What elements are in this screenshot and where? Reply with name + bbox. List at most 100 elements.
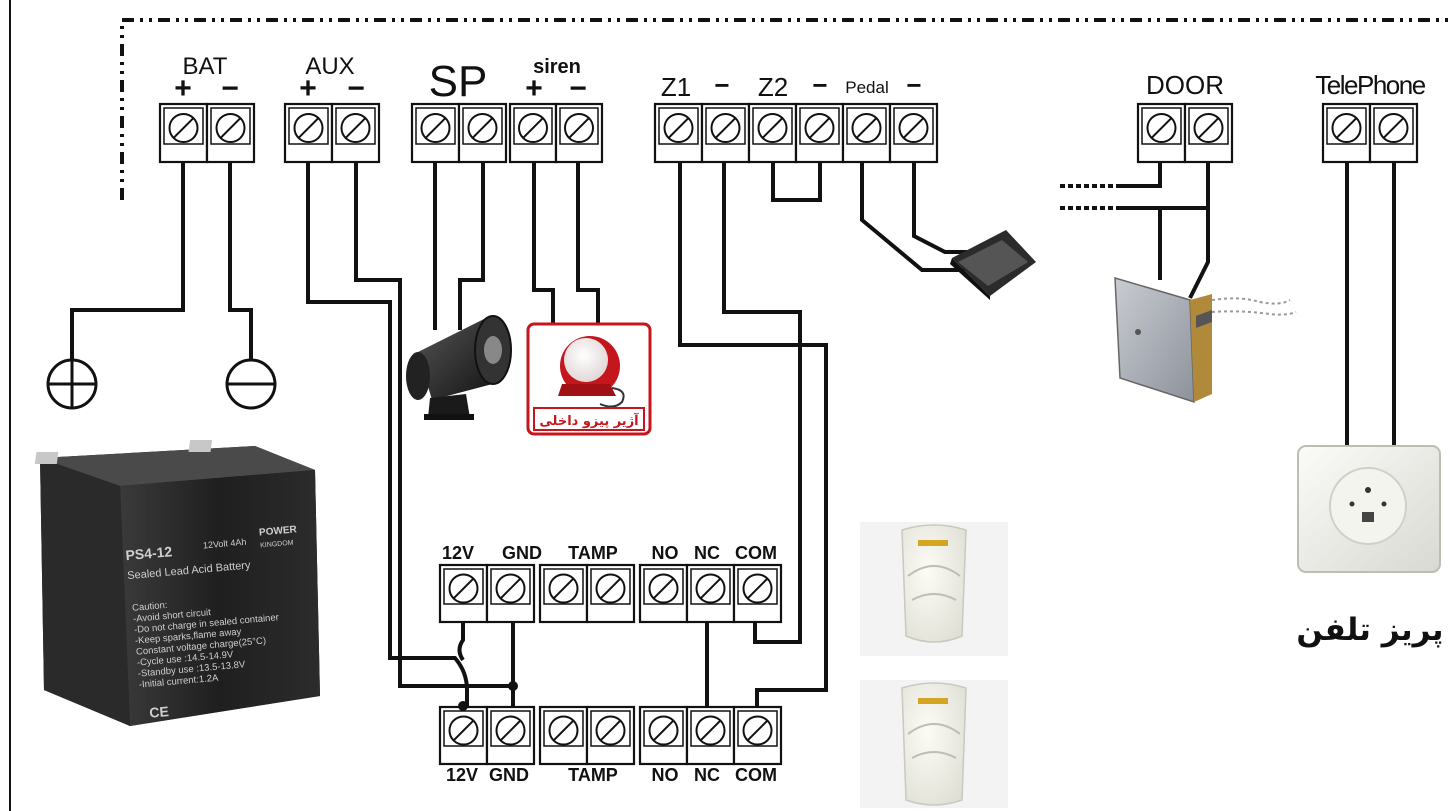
terminal-slot-frame xyxy=(846,107,887,145)
terminal-slot-frame xyxy=(690,710,731,747)
lower-nc-label: NC xyxy=(694,765,720,785)
screw-slot-icon xyxy=(652,577,675,600)
terminal-slot-frame xyxy=(643,568,684,605)
aux-plus-sign: + xyxy=(299,72,317,105)
battery-caution-line: Caution: xyxy=(132,600,168,614)
screw-slot-icon xyxy=(219,117,242,139)
bat-plus-sign: + xyxy=(174,72,192,105)
terminal-slot-frame xyxy=(1141,107,1182,145)
v12-junction-dot xyxy=(458,701,468,711)
v12-upper-wire xyxy=(457,622,465,662)
sp-terminal-block xyxy=(410,102,508,164)
telephone-label: TelePhone xyxy=(1315,70,1425,100)
bat-label: BAT xyxy=(183,53,228,80)
terminal-slot-frame xyxy=(163,107,204,145)
terminal-slot-frame xyxy=(752,107,793,145)
screw-slot-icon xyxy=(552,719,575,742)
siren-label: siren xyxy=(533,56,581,78)
panel-labels: BAT + − AUX + − SP siren + − Z1 − Z2 − P… xyxy=(174,53,1427,106)
gnd-junction-dot xyxy=(508,681,518,691)
screw-slot-icon xyxy=(552,577,575,600)
telephone-socket-caption: پریز تلفن xyxy=(1296,612,1443,648)
pedal-wire-b xyxy=(912,162,968,254)
detector-upper-relay-block xyxy=(638,563,783,624)
phone-terminal-block xyxy=(1321,102,1419,164)
z1-minus-label: − xyxy=(714,70,729,100)
bat-plus-wire xyxy=(70,162,185,360)
terminal-slot-frame xyxy=(490,568,531,605)
terminal-slot-frame xyxy=(893,107,934,145)
aux-label: AUX xyxy=(305,53,354,80)
upper-gnd-label: GND xyxy=(502,543,542,563)
terminal-slot-frame xyxy=(590,710,631,747)
screw-slot-icon xyxy=(699,719,722,742)
terminal-slot-frame xyxy=(1188,107,1229,145)
battery-rating-text: 12Volt 4Ah xyxy=(203,537,247,551)
terminal-slot-frame xyxy=(590,568,631,605)
detector-lower-power-block xyxy=(438,705,536,766)
pir-detector-upper xyxy=(860,522,1008,656)
terminal-slot-frame xyxy=(335,107,376,145)
screw-slot-icon xyxy=(746,719,769,742)
battery-brand-bottom: KINGDOM xyxy=(260,540,294,550)
terminal-slot-frame xyxy=(288,107,329,145)
z1-wire xyxy=(678,162,828,707)
screw-slot-icon xyxy=(746,577,769,600)
battery-minus-symbol xyxy=(225,358,277,410)
siren-minus-wire xyxy=(576,162,600,324)
terminal-blocks xyxy=(158,102,1419,766)
battery-marks: CE xyxy=(149,703,170,721)
battery-caution-block: Caution:-Avoid short circuit-Do not char… xyxy=(132,600,280,691)
detector-upper-tamp-block xyxy=(538,563,636,624)
screw-slot-icon xyxy=(499,577,522,600)
terminal-slot-frame xyxy=(210,107,251,145)
bat-terminal-block xyxy=(158,102,256,164)
terminal-slot-frame xyxy=(490,710,531,747)
screw-slot-icon xyxy=(599,577,622,600)
bat-minus-wire xyxy=(228,162,253,360)
aux-minus-sign: − xyxy=(347,72,365,105)
door-label: DOOR xyxy=(1146,70,1224,100)
panel-boundary xyxy=(120,18,1452,200)
sp-label: SP xyxy=(429,57,488,106)
telephone-socket-image: پریز تلفن xyxy=(1296,445,1444,648)
z2-label: Z2 xyxy=(758,72,788,102)
screw-slot-icon xyxy=(699,577,722,600)
upper-12v-label: 12V xyxy=(442,543,474,563)
screw-slot-icon xyxy=(344,117,367,139)
siren-minus-sign: − xyxy=(569,72,587,105)
terminal-slot-frame xyxy=(559,107,599,145)
screw-slot-icon xyxy=(652,719,675,742)
z1-label: Z1 xyxy=(661,72,691,102)
terminal-slot-frame xyxy=(799,107,840,145)
lower-no-label: NO xyxy=(652,765,679,785)
screw-slot-icon xyxy=(471,117,494,139)
screw-slot-icon xyxy=(1335,117,1358,139)
screw-slot-icon xyxy=(1382,117,1405,139)
horn-speaker-image xyxy=(406,315,512,420)
z2-minus-label: − xyxy=(812,70,827,100)
battery-brand-top: POWER xyxy=(259,524,298,538)
terminal-slot-frame xyxy=(415,107,456,145)
screw-slot-icon xyxy=(1197,117,1220,139)
upper-com-label: COM xyxy=(735,543,777,563)
terminal-slot-frame xyxy=(658,107,699,145)
screw-slot-icon xyxy=(1150,117,1173,139)
screw-slot-icon xyxy=(714,117,737,139)
door-terminal-block xyxy=(1136,102,1234,164)
lower-com-label: COM xyxy=(735,765,777,785)
terminal-slot-frame xyxy=(705,107,746,145)
bat-minus-sign: − xyxy=(221,72,239,105)
terminal-slot-frame xyxy=(737,568,778,605)
pedal-wire-a xyxy=(860,162,965,272)
screw-slot-icon xyxy=(855,117,878,139)
terminal-slot-frame xyxy=(443,710,484,747)
screw-slot-icon xyxy=(172,117,195,139)
detector-lower-relay-block xyxy=(638,705,783,766)
screw-slot-icon xyxy=(902,117,925,139)
lower-tamp-label: TAMP xyxy=(568,765,618,785)
upper-tamp-label: TAMP xyxy=(568,543,618,563)
terminal-slot-frame xyxy=(543,710,584,747)
